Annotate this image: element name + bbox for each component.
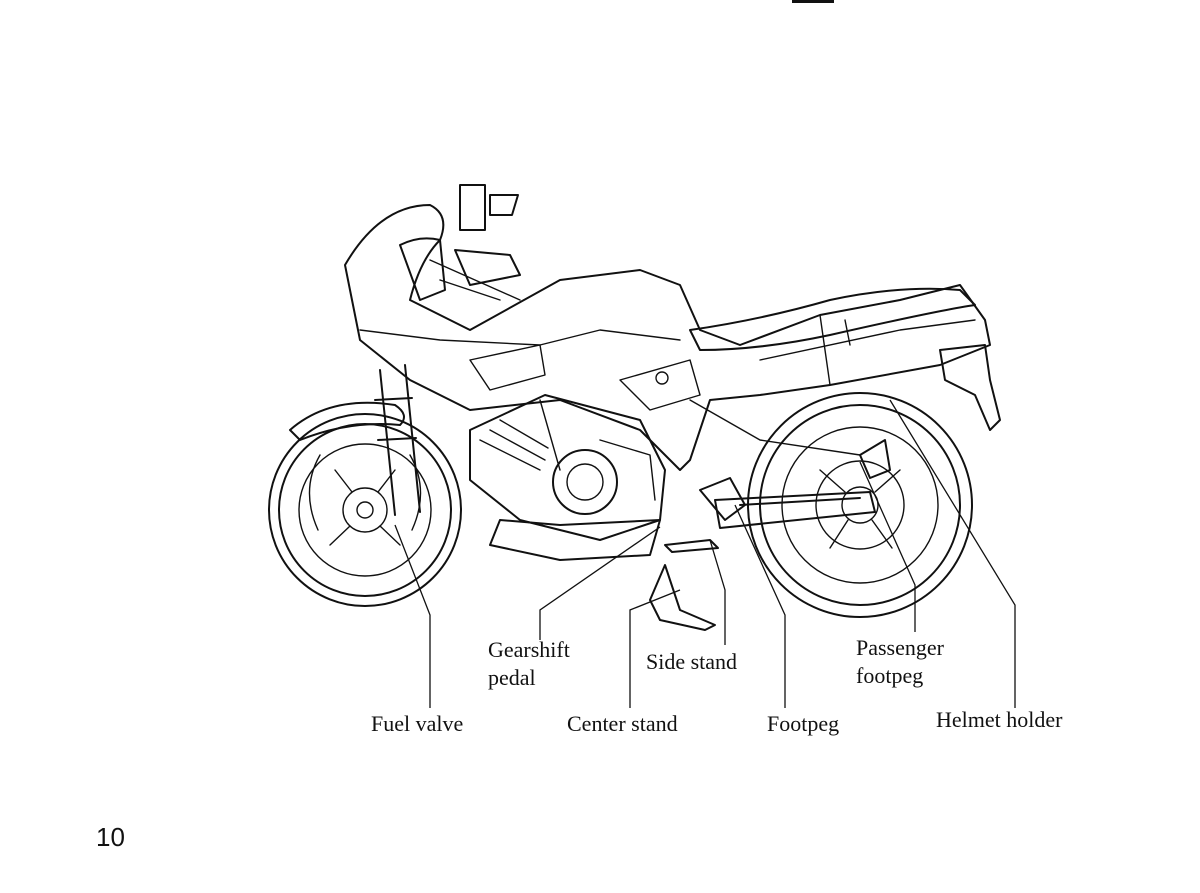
exhaust — [689, 399, 861, 456]
passenger-footpeg-label-line1: Passenger — [856, 635, 944, 660]
footpeg-bracket — [699, 477, 746, 521]
tail-section — [939, 344, 1001, 431]
footpeg-leader — [734, 504, 786, 708]
engine — [469, 394, 666, 541]
cockpit — [399, 184, 521, 301]
fuel-valve-leader — [394, 524, 431, 708]
helmet-holder-label: Helmet holder — [936, 707, 1063, 732]
swingarm — [714, 491, 876, 529]
side-stand-label: Side stand — [646, 649, 738, 674]
page-number: 10 — [96, 822, 125, 852]
center-stand — [649, 564, 716, 631]
lower-fairing — [489, 519, 661, 561]
gearshift-pedal-label-line2: pedal — [488, 665, 536, 690]
front-wheel — [268, 413, 462, 607]
side-stand — [664, 539, 719, 553]
top-edge-mark — [792, 0, 834, 3]
passenger-footpeg-leader — [859, 461, 916, 632]
seat — [689, 287, 976, 351]
rear-wheel — [747, 392, 973, 618]
front-fender — [289, 401, 405, 441]
center-stand-label: Center stand — [567, 711, 678, 736]
passenger-footpeg-label-line2: footpeg — [856, 663, 924, 688]
footpeg-label: Footpeg — [767, 711, 840, 736]
body-fairing — [344, 204, 991, 471]
helmet-holder-leader — [889, 399, 1016, 708]
front-fork — [374, 364, 421, 516]
fuel-valve-label: Fuel valve — [371, 711, 464, 736]
passenger-footpeg-bracket — [859, 439, 891, 479]
gearshift-leader — [539, 526, 661, 640]
gearshift-pedal-label-line1: Gearshift — [488, 637, 570, 662]
center-stand-leader — [629, 589, 681, 708]
side-stand-leader — [709, 539, 726, 645]
leader-lines — [394, 399, 1016, 708]
